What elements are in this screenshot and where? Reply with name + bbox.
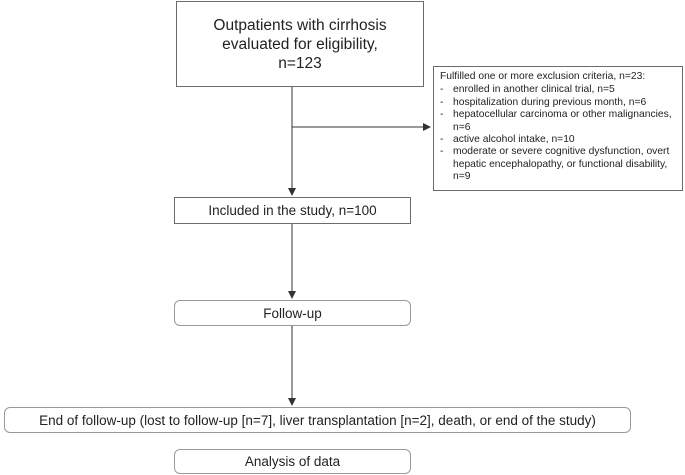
eligibility-line-2: evaluated for eligibility,: [222, 35, 378, 53]
bullet-dash: -: [440, 96, 444, 108]
exclusion-item: -enrolled in another clinical trial, n=5: [440, 84, 676, 96]
analysis-label: Analysis of data: [244, 454, 341, 469]
bullet-dash: -: [440, 134, 444, 146]
exclusion-title: Fulfilled one or more exclusion criteria…: [440, 71, 646, 82]
exclusion-item-text: hospitalization during previous month, n…: [453, 96, 647, 108]
end-of-followup-box: End of follow-up (lost to follow-up [n=7…: [4, 407, 631, 433]
eligibility-line-3: n=123: [278, 54, 322, 72]
included-box: Included in the study, n=100: [174, 197, 411, 224]
eligibility-line-1: Outpatients with cirrhosis: [213, 16, 387, 34]
exclusion-item: -active alcohol intake, n=10: [440, 134, 676, 146]
exclusion-item: -moderate or severe cognitive dysfunctio…: [440, 146, 676, 183]
included-label: Included in the study, n=100: [208, 203, 377, 218]
followup-label: Follow-up: [263, 305, 322, 321]
exclusion-item: -hepatocellular carcinoma or other malig…: [440, 109, 676, 134]
exclusion-item-text: hepatocellular carcinoma or other malign…: [453, 109, 672, 133]
exclusion-item-text: active alcohol intake, n=10: [453, 134, 575, 146]
followup-box: Follow-up: [174, 300, 411, 326]
bullet-dash: -: [440, 84, 444, 96]
exclusion-list: -enrolled in another clinical trial, n=5…: [440, 84, 676, 183]
exclusion-item-text: moderate or severe cognitive dysfunction…: [453, 146, 670, 183]
analysis-box: Analysis of data: [174, 449, 411, 474]
bullet-dash: -: [440, 146, 444, 158]
eligibility-box: Outpatients with cirrhosis evaluated for…: [176, 1, 424, 87]
bullet-dash: -: [440, 109, 444, 121]
end-of-followup-label: End of follow-up (lost to follow-up [n=7…: [39, 412, 596, 428]
exclusion-item-text: enrolled in another clinical trial, n=5: [453, 84, 615, 96]
exclusion-item: -hospitalization during previous month, …: [440, 97, 676, 109]
exclusion-criteria-box: Fulfilled one or more exclusion criteria…: [433, 66, 683, 191]
